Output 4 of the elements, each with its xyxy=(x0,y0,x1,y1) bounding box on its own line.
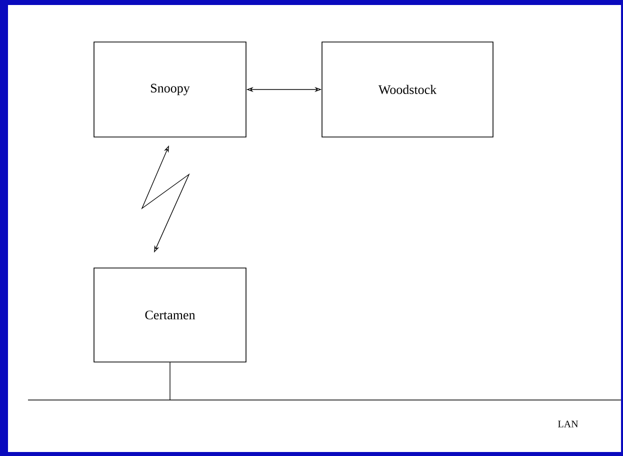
host-box: Snoopy xyxy=(94,42,246,138)
host-box: Woodstock xyxy=(322,42,494,138)
host-box: Certamen xyxy=(94,268,246,362)
network-label: LAN xyxy=(558,420,578,428)
